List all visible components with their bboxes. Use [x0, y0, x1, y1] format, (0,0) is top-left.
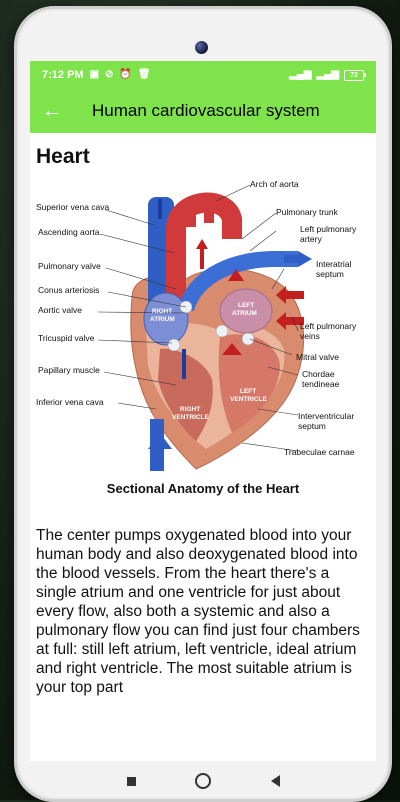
page-title: Heart: [36, 145, 90, 168]
label-inferior-vena-cava: Inferior vena cava: [36, 397, 104, 407]
status-bar: 7:12 PM ▣ ⊘ ⏰ 🗑 ▂▄▆ ▂▄▆ 72: [30, 61, 376, 89]
label-mitral-valve: Mitral valve: [296, 352, 339, 362]
aorta-branch-1: [186, 199, 196, 227]
label-conus-arteriosis: Conus arteriosis: [38, 285, 99, 295]
arrow-red-la: [228, 269, 244, 281]
arrow-blue-out-head: [298, 251, 312, 267]
label-interventricular-septum-2: septum: [298, 421, 326, 431]
label-left-ventricle-2: VENTRICLE: [230, 396, 268, 403]
sync-off-icon: ⊘: [105, 69, 114, 80]
label-left-pulmonary-artery-2: artery: [300, 234, 322, 244]
valve-4: [241, 332, 255, 346]
alarm-icon: ⏰: [119, 69, 132, 80]
signal-2-icon: ▂▄▆: [316, 69, 339, 80]
arrow-red-vein-1: [276, 286, 304, 304]
label-pulmonary-trunk: Pulmonary trunk: [276, 207, 339, 217]
label-interatrial-septum-1: Interatrial: [316, 259, 352, 269]
arrow-left-icon: ←: [42, 99, 62, 122]
label-right-ventricle-1: RIGHT: [180, 406, 200, 413]
label-right-ventricle-2: VENTRICLE: [172, 414, 210, 421]
aorta-shape: [166, 192, 242, 309]
figure-caption: Sectional Anatomy of the Heart: [106, 481, 300, 496]
label-left-atrium-2: ATRIUM: [232, 310, 257, 317]
gallery-icon: ▣: [89, 69, 100, 80]
heart-diagram-svg: Superior vena cava Ascending aorta Pulmo…: [36, 179, 357, 471]
label-pulmonary-valve: Pulmonary valve: [38, 261, 101, 271]
system-nav-bar: [17, 761, 389, 799]
leader-lines-left: [97, 209, 187, 410]
app-bar: ← Human cardiovascular system: [30, 89, 376, 133]
triangle-back-icon: [270, 775, 280, 787]
left-ventricle-shape: [218, 334, 280, 433]
label-superior-vena-cava: Superior vena cava: [36, 202, 110, 212]
app-title: Human cardiovascular system: [92, 101, 320, 120]
signal-icon: ▂▄▆: [289, 69, 312, 80]
article-paragraph: The center pumps oxygenated blood into y…: [36, 527, 360, 696]
arrow-red-1-head: [196, 239, 208, 249]
leader-lines-right: [215, 184, 299, 452]
battery-level: 72: [350, 71, 358, 79]
right-ventricle-shape: [158, 348, 213, 441]
circle-icon: [195, 773, 211, 789]
arrow-blue-up: [148, 433, 172, 449]
front-camera: [195, 41, 208, 54]
label-chordae-tendineae-1: Chordae: [302, 369, 335, 379]
left-atrium-shape: [219, 288, 273, 334]
label-interventricular-septum-1: Interventricular: [298, 411, 354, 421]
label-ascending-aorta: Ascending aorta: [38, 227, 100, 237]
arrow-red-vein-2: [276, 312, 304, 330]
app-screen: 7:12 PM ▣ ⊘ ⏰ 🗑 ▂▄▆ ▂▄▆ 72 ← Human cardi…: [30, 61, 376, 761]
label-tricuspid-valve: Tricuspid valve: [38, 333, 95, 343]
right-atrium-shape: [143, 292, 189, 346]
status-left: 7:12 PM ▣ ⊘ ⏰ 🗑: [42, 69, 151, 81]
label-right-atrium-2: ATRIUM: [150, 316, 175, 323]
delete-icon: 🗑: [137, 69, 151, 80]
recents-button[interactable]: [121, 771, 141, 791]
square-icon: [126, 776, 136, 786]
battery-icon: 72: [344, 69, 366, 81]
label-left-pulmonary-artery-1: Left pulmonary: [300, 224, 357, 234]
aorta-branch-2: [204, 193, 214, 223]
status-right: ▂▄▆ ▂▄▆ 72: [289, 69, 366, 81]
nav-back-button[interactable]: [265, 771, 285, 791]
valve-3: [167, 338, 181, 352]
phone-frame: 7:12 PM ▣ ⊘ ⏰ 🗑 ▂▄▆ ▂▄▆ 72 ← Human cardi…: [14, 6, 392, 802]
label-papillary-muscle: Papillary muscle: [38, 365, 100, 375]
pulmonary-trunk-shape: [178, 251, 298, 312]
back-button[interactable]: ←: [30, 89, 74, 133]
label-arch-of-aorta: Arch of aorta: [250, 179, 299, 189]
status-time: 7:12 PM: [42, 69, 84, 81]
label-left-ventricle-1: LEFT: [240, 388, 256, 395]
valve-2: [215, 324, 229, 338]
article-content: Heart: [30, 133, 376, 697]
heart-diagram: Superior vena cava Ascending aorta Pulmo…: [36, 179, 370, 479]
label-interatrial-septum-2: septum: [316, 269, 344, 279]
label-left-atrium-1: LEFT: [238, 302, 254, 309]
label-left-pulmonary-veins-1: Left pulmonary: [300, 321, 357, 331]
label-trabeculae-carnae: Trabeculae carnae: [284, 447, 355, 457]
label-left-pulmonary-veins-2: veins: [300, 331, 320, 341]
label-aortic-valve: Aortic valve: [38, 305, 82, 315]
label-right-atrium-1: RIGHT: [152, 308, 172, 315]
arrow-red-lv: [222, 343, 242, 355]
home-button[interactable]: [193, 771, 213, 791]
label-chordae-tendineae-2: tendineae: [302, 379, 340, 389]
